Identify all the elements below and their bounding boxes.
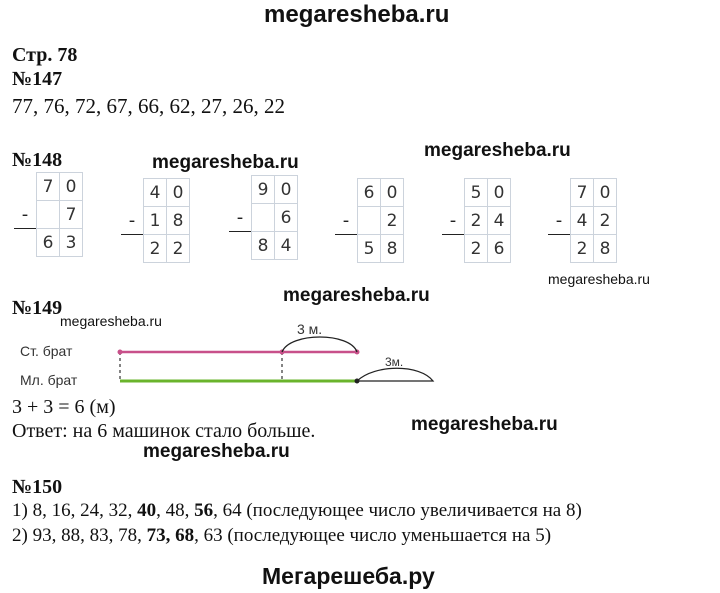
digit-cell: 2 — [166, 234, 190, 263]
task-150-label: №150 — [12, 476, 63, 498]
digit-cell: 6 — [274, 203, 298, 232]
increase-arc — [355, 367, 435, 382]
watermark: megaresheba.ru — [143, 441, 290, 462]
increase-arc-label: 3м. — [385, 355, 403, 369]
digit-cell: 7 — [36, 172, 60, 201]
task-150-line-2: 2) 93, 88, 83, 78, 73, 68, 63 (последующ… — [12, 525, 551, 547]
digit-cell: 2 — [464, 206, 488, 235]
minus-sign — [335, 234, 358, 263]
minus-sign — [442, 179, 465, 207]
watermark: megaresheba.ru — [548, 271, 650, 287]
younger-brother-label: Мл. брат — [20, 372, 78, 388]
minus-sign: - — [128, 209, 136, 231]
task-150-line-1: 1) 8, 16, 24, 32, 40, 48, 56, 64 (послед… — [12, 500, 582, 522]
watermark: megaresheba.ru — [152, 152, 299, 173]
sequence-suffix: , 63 (последующее число уменьшается на 5… — [194, 525, 552, 546]
minus-sign — [548, 179, 571, 207]
digit-cell: 5 — [357, 234, 381, 263]
task-147-answer: 77, 76, 72, 67, 66, 62, 27, 26, 22 — [12, 94, 285, 118]
minus-sign — [229, 176, 252, 204]
digit-cell: 0 — [593, 178, 617, 207]
task-149-answer: Ответ: на 6 машинок стало больше. — [12, 420, 316, 442]
digit-cell: 0 — [274, 175, 298, 204]
digit-cell: 0 — [487, 178, 511, 207]
minus-sign — [229, 231, 252, 260]
sequence-answer: 73, 68 — [146, 525, 195, 546]
digit-cell: 6 — [487, 234, 511, 263]
minus-sign — [14, 173, 37, 201]
digit-cell: 5 — [464, 178, 488, 207]
digit-cell: 4 — [570, 206, 594, 235]
sequence-answer: 56 — [194, 500, 214, 521]
digit-cell: 2 — [143, 234, 167, 263]
digit-cell: 8 — [380, 234, 404, 263]
digit-cell: 8 — [166, 206, 190, 235]
older-brother-label: Ст. брат — [20, 343, 73, 359]
minus-sign — [14, 228, 37, 257]
point — [117, 349, 123, 355]
digit-cell: 7 — [59, 200, 83, 229]
watermark: megaresheba.ru — [424, 140, 571, 161]
sequence-suffix: , 64 (последующее число увеличивается на… — [213, 500, 582, 521]
minus-sign — [335, 179, 358, 207]
watermark: megaresheba.ru — [60, 313, 162, 329]
digit-cell: 2 — [570, 234, 594, 263]
minus-sign: - — [342, 209, 350, 231]
sequence-answer: 40 — [137, 500, 157, 521]
digit-cell: 7 — [570, 178, 594, 207]
digit-cell: 0 — [59, 172, 83, 201]
watermark-bottom: Мегарешеба.ру — [262, 563, 435, 589]
minus-sign: - — [21, 203, 29, 225]
watermark-top: megaresheba.ru — [264, 1, 450, 28]
sequence-text: , 48, — [156, 500, 195, 521]
minus-sign — [121, 234, 144, 263]
digit-cell: 2 — [464, 234, 488, 263]
digit-cell: 2 — [380, 206, 404, 235]
task-149-label: №149 — [12, 297, 63, 319]
minus-sign: - — [236, 206, 244, 228]
digit-cell: 4 — [274, 231, 298, 260]
digit-cell: 6 — [357, 178, 381, 207]
difference-arc — [281, 336, 358, 353]
digit-cell: 3 — [59, 228, 83, 257]
watermark: megaresheba.ru — [411, 414, 558, 435]
sequence-prefix: 1) 8, 16, 24, 32, — [12, 500, 138, 521]
minus-sign: - — [449, 209, 457, 231]
minus-sign — [548, 234, 571, 263]
minus-sign: - — [555, 209, 563, 231]
task-148-label: №148 — [12, 149, 63, 171]
page-reference: Стр. 78 — [12, 44, 78, 66]
digit-cell: 6 — [36, 228, 60, 257]
minus-sign — [121, 179, 144, 207]
digit-cell — [357, 206, 381, 235]
digit-cell: 4 — [143, 178, 167, 207]
digit-cell: 0 — [380, 178, 404, 207]
task-149-equation: 3 + 3 = 6 (м) — [12, 396, 116, 418]
minus-sign — [442, 234, 465, 263]
digit-cell — [251, 203, 275, 232]
digit-cell: 9 — [251, 175, 275, 204]
digit-cell: 8 — [251, 231, 275, 260]
task-147-label: №147 — [12, 68, 63, 90]
digit-cell: 8 — [593, 234, 617, 263]
digit-cell — [36, 200, 60, 229]
task-149-diagram: Ст. брат Мл. брат 3 м. 3м. — [20, 321, 435, 388]
digit-cell: 4 — [487, 206, 511, 235]
digit-cell: 0 — [166, 178, 190, 207]
watermark: megaresheba.ru — [283, 285, 430, 306]
digit-cell: 1 — [143, 206, 167, 235]
digit-cell: 2 — [593, 206, 617, 235]
difference-arc-label: 3 м. — [297, 321, 322, 337]
sequence-prefix: 2) 93, 88, 83, 78, — [12, 525, 147, 546]
